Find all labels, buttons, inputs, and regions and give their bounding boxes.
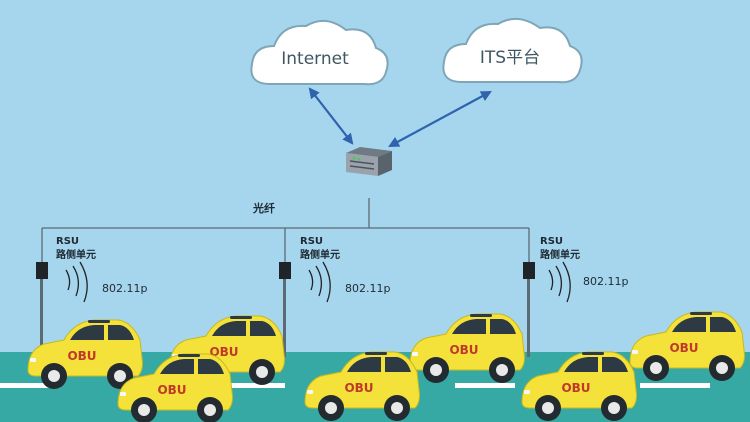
car-label: OBU [344,381,373,395]
fiber-label: 光纤 [252,201,275,215]
rsu-device [279,262,291,279]
car-label: OBU [669,341,698,355]
car-obu-3: OBU [409,313,525,384]
signal-waves-icon [548,261,571,303]
rsu-title: RSU [56,236,79,247]
rsu-protocol: 802.11p [102,282,147,295]
rsu-unit-3: RSU 路侧单元 802.11p [523,236,628,357]
cloud-its-platform: ITS平台 [442,17,583,84]
server-icon [346,147,392,176]
rsu-unit-2: RSU 路侧单元 802.11p [279,236,390,357]
car-label: OBU [209,345,238,359]
car-label: OBU [67,349,96,363]
rsu-subtitle: 路侧单元 [540,248,580,261]
rsu-device [523,262,535,279]
arrow-its-server [388,90,492,148]
rsu-unit-1: RSU 路侧单元 802.11p [36,236,147,357]
signal-waves-icon [308,261,331,303]
car-obu-7: OBU [521,351,637,422]
car-obu-4: OBU [629,311,745,382]
rsu-subtitle: 路侧单元 [300,248,340,261]
cloud-internet-label: Internet [281,49,349,69]
car-label: OBU [561,381,590,395]
rsu-subtitle: 路侧单元 [56,248,96,261]
fiber-network [41,198,530,262]
car-obu-1: OBU [27,319,143,390]
rsu-protocol: 802.11p [583,275,628,288]
cloud-internet: Internet [250,19,389,86]
car-label: OBU [157,383,186,397]
signal-waves-icon [65,261,88,303]
car-obu-5: OBU [117,353,233,422]
car-obu-2: OBU [169,315,285,386]
rsu-device [36,262,48,279]
rsu-pole [40,262,43,357]
rsu-protocol: 802.11p [345,282,390,295]
rsu-title: RSU [540,236,563,247]
car-obu-6: OBU [304,351,420,422]
arrow-internet-server [308,87,354,145]
rsu-pole [527,262,530,357]
rsu-pole [283,262,286,357]
link-arrows [308,87,492,148]
cloud-its-label: ITS平台 [480,48,540,68]
rsu-title: RSU [300,236,323,247]
car-label: OBU [449,343,478,357]
